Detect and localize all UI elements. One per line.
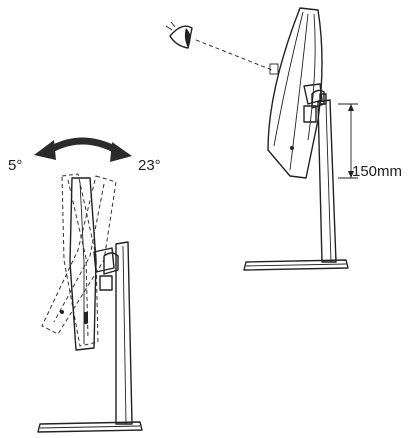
stand-base [243,259,349,271]
tilt-center-panel [69,177,97,351]
tilt-forward-panel [61,173,99,347]
sight-marker [269,63,279,75]
tilt-back-panel [41,175,117,335]
tilt-back-label: 23° [138,157,161,174]
tilt-adjust-monitor: 5° 23° [8,137,161,433]
tilt-stand-base [37,421,143,433]
tilt-stand-column [99,241,133,425]
monitor-hinge [303,83,327,109]
eye-icon [165,21,193,49]
tilt-forward-label: 5° [8,157,22,174]
height-adjust-monitor: 150mm [165,7,402,271]
monitor-screen [267,7,323,179]
stand-column [303,99,337,263]
height-label: 150mm [352,163,402,180]
line-of-sight [195,39,273,71]
tilt-hinge [93,247,119,275]
height-dimension [338,103,358,179]
double-curved-arrow-icon [34,137,132,162]
